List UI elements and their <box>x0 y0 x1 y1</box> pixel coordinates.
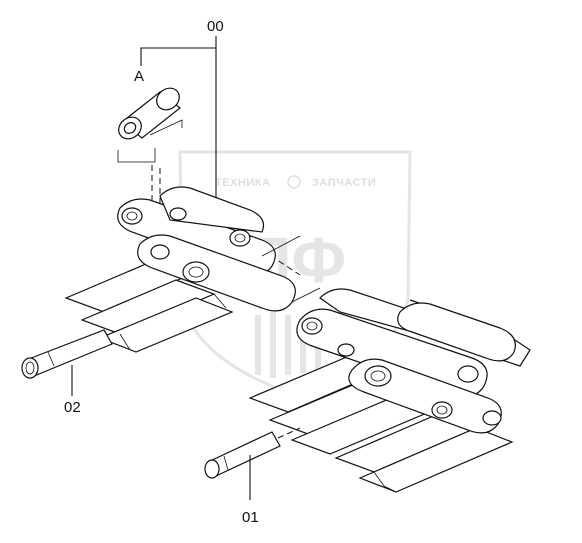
bushing <box>117 87 183 163</box>
callout-00: 00 <box>207 18 224 35</box>
leader-00 <box>140 36 217 200</box>
watermark-text-zapchasti: ЗАПЧАСТИ <box>312 177 376 189</box>
chain-section-lower <box>248 288 531 493</box>
assembly-guides <box>151 165 301 276</box>
gear-icon <box>287 175 301 189</box>
callout-01: 01 <box>242 509 259 526</box>
chain-section-upper <box>64 186 321 353</box>
pin-02 <box>21 329 113 379</box>
watermark-text-technika: ТЕХНИКА <box>215 177 270 189</box>
callout-a: A <box>134 68 144 85</box>
callout-02: 02 <box>64 399 81 416</box>
pin-01 <box>204 427 301 479</box>
